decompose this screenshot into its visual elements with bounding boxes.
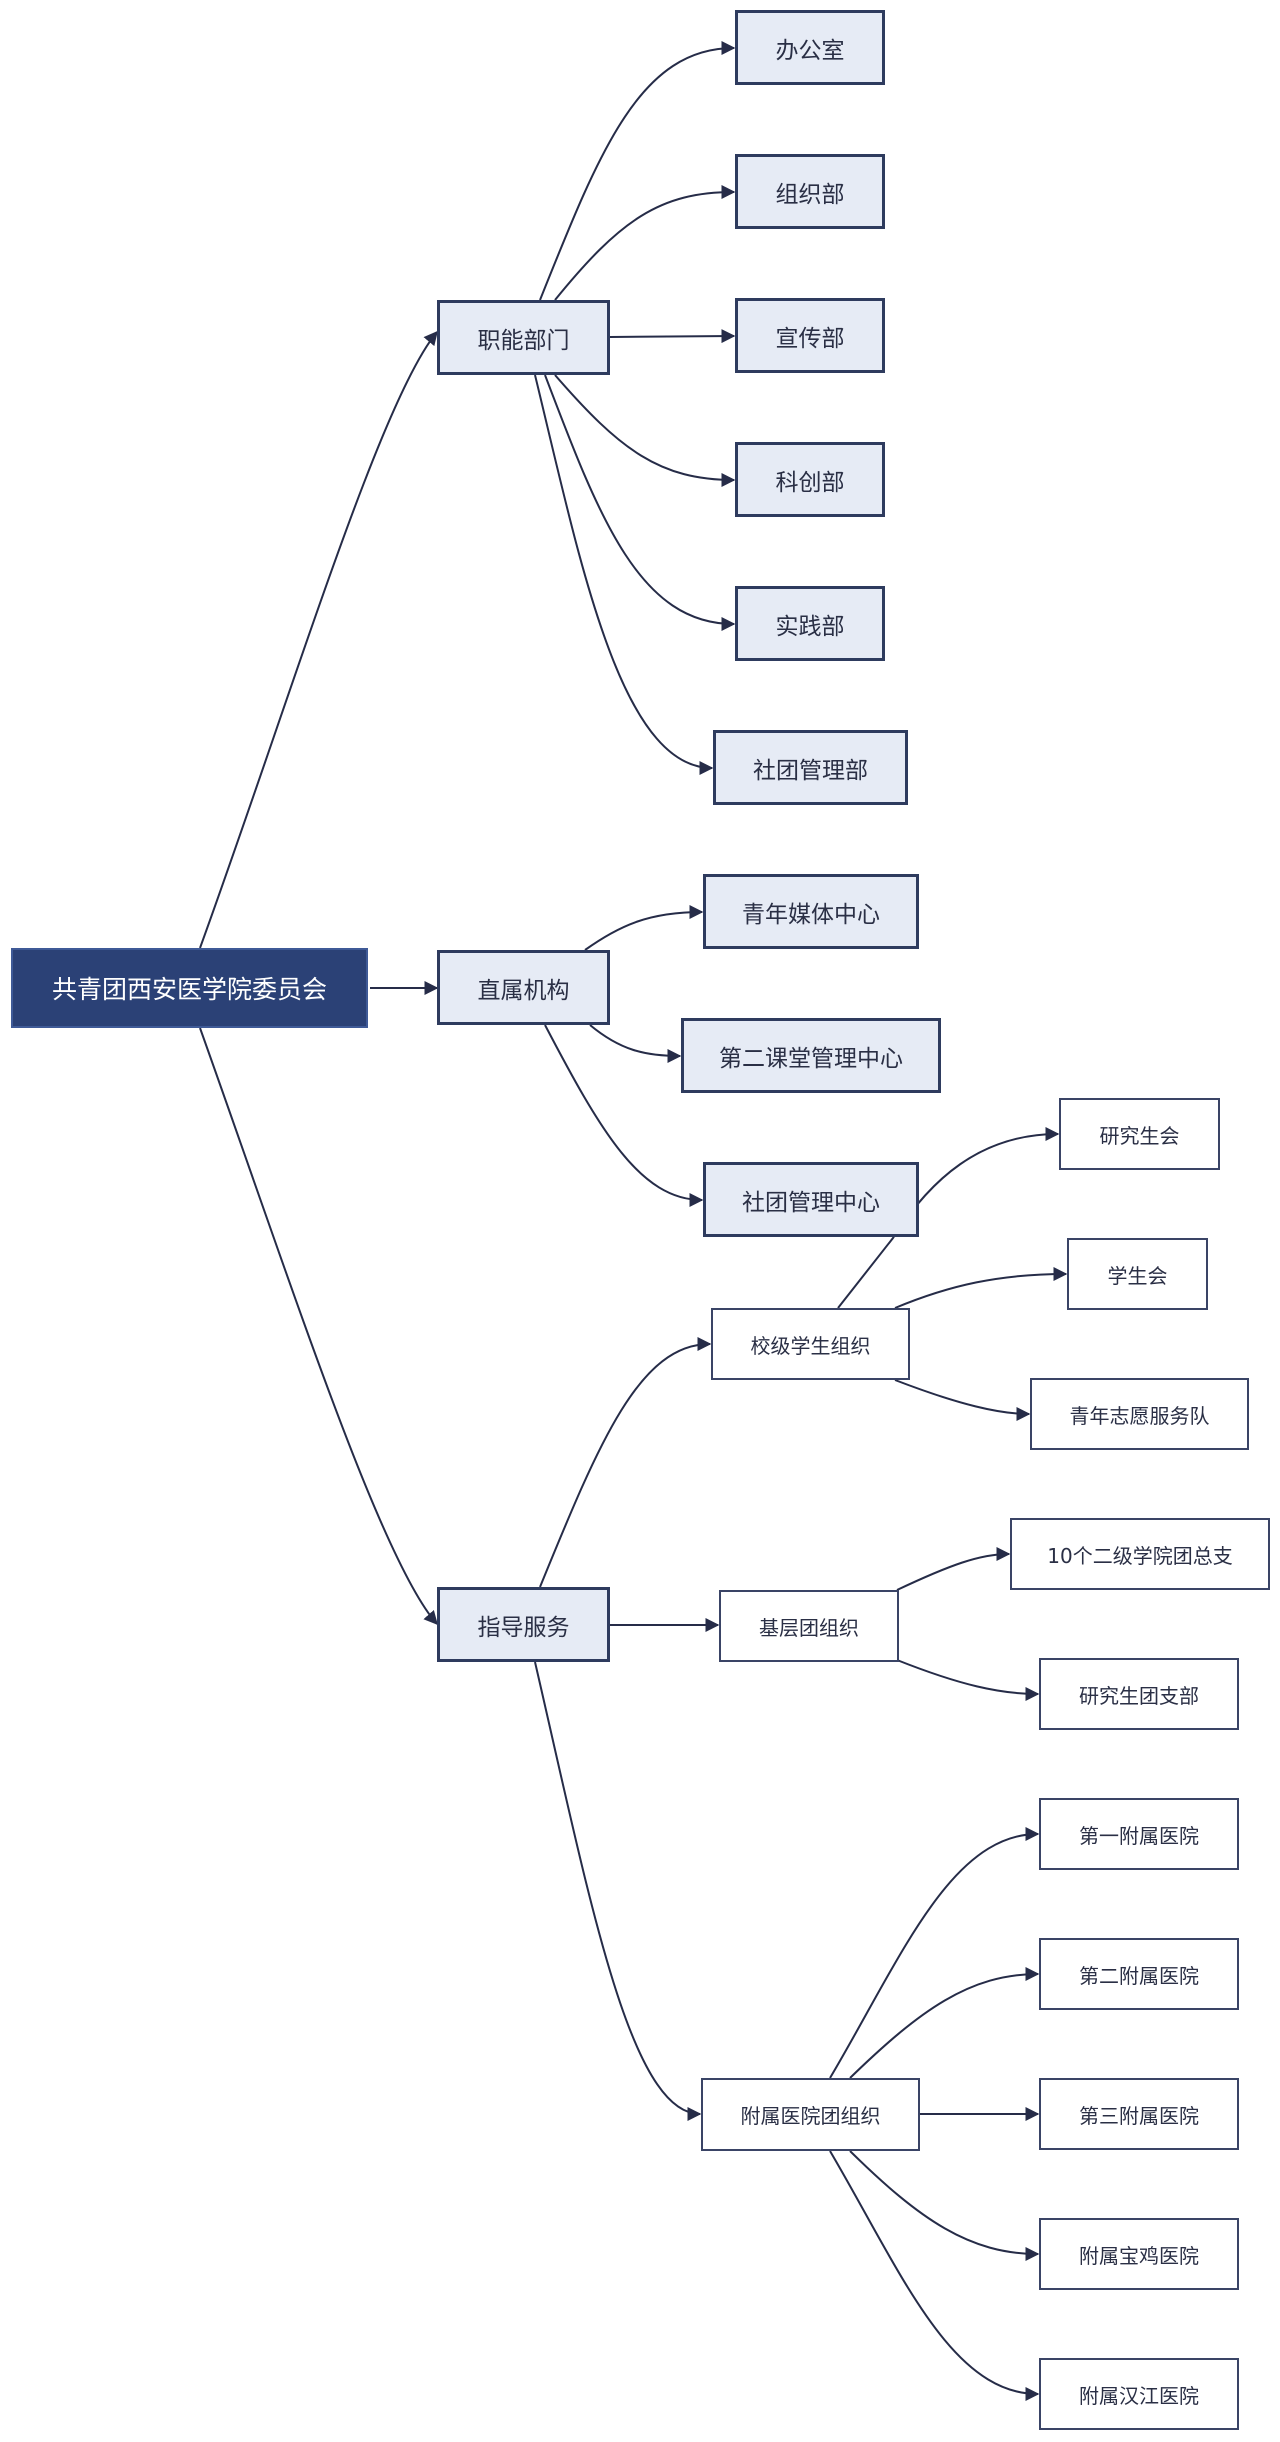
node-third-affiliated-hospital: 第三附属医院 xyxy=(1039,2078,1239,2150)
edge-hospitals-hanjiang xyxy=(829,2150,1040,2401)
edge-functional-practice xyxy=(544,374,736,631)
edge-direct-second-classroom xyxy=(589,1024,682,1063)
node-organization-dept: 组织部 xyxy=(735,154,885,229)
branch-guidance-service: 指导服务 xyxy=(437,1587,610,1662)
branch-direct-institutions: 直属机构 xyxy=(437,950,610,1025)
node-hospital-league: 附属医院团组织 xyxy=(701,2078,920,2151)
edge-functional-office xyxy=(539,41,736,301)
root-node: 共青团西安医学院委员会 xyxy=(11,948,368,1028)
edge-hospitals-first xyxy=(829,1827,1040,2079)
node-club-management-center: 社团管理中心 xyxy=(703,1162,919,1237)
node-innovation-dept: 科创部 xyxy=(735,442,885,517)
node-graduate-union: 研究生会 xyxy=(1059,1098,1220,1170)
node-first-affiliated-hospital: 第一附属医院 xyxy=(1039,1798,1239,1870)
node-club-management-dept: 社团管理部 xyxy=(713,730,908,805)
edges xyxy=(199,41,1068,2401)
node-youth-volunteers: 青年志愿服务队 xyxy=(1030,1378,1249,1450)
node-grassroots-league: 基层团组织 xyxy=(719,1590,899,1662)
edge-root-functional xyxy=(199,330,438,949)
node-graduate-league-branch: 研究生团支部 xyxy=(1039,1658,1239,1730)
edge-direct-media xyxy=(584,905,704,951)
node-youth-media-center: 青年媒体中心 xyxy=(703,874,919,949)
edge-direct-club-center xyxy=(544,1024,704,1207)
node-practice-dept: 实践部 xyxy=(735,586,885,661)
edge-school-student-union xyxy=(894,1267,1068,1309)
edge-functional-club-dept xyxy=(534,374,714,775)
edge-functional-publicity xyxy=(609,329,736,344)
node-college-league-branches: 10个二级学院团总支 xyxy=(1010,1518,1270,1590)
edge-guidance-school-orgs xyxy=(539,1337,712,1588)
edge-hospitals-second xyxy=(849,1967,1040,2079)
edge-guidance-hospitals xyxy=(534,1661,702,2121)
node-student-union: 学生会 xyxy=(1067,1238,1208,1310)
edge-school-volunteers xyxy=(894,1379,1031,1421)
edge-grassroots-grad-branch xyxy=(896,1659,1040,1701)
edge-functional-organization xyxy=(554,185,736,301)
branch-functional-departments: 职能部门 xyxy=(437,300,610,375)
edge-hospitals-baoji xyxy=(849,2150,1040,2261)
node-publicity-dept: 宣传部 xyxy=(735,298,885,373)
edge-root-guidance xyxy=(199,1027,438,1626)
node-school-student-orgs: 校级学生组织 xyxy=(711,1308,910,1380)
node-second-affiliated-hospital: 第二附属医院 xyxy=(1039,1938,1239,2010)
node-baoji-hospital: 附属宝鸡医院 xyxy=(1039,2218,1239,2290)
edge-functional-innovation xyxy=(554,374,736,487)
node-hanjiang-hospital: 附属汉江医院 xyxy=(1039,2358,1239,2430)
edge-grassroots-colleges xyxy=(896,1547,1011,1591)
node-second-classroom-center: 第二课堂管理中心 xyxy=(681,1018,941,1093)
node-office: 办公室 xyxy=(735,10,885,85)
